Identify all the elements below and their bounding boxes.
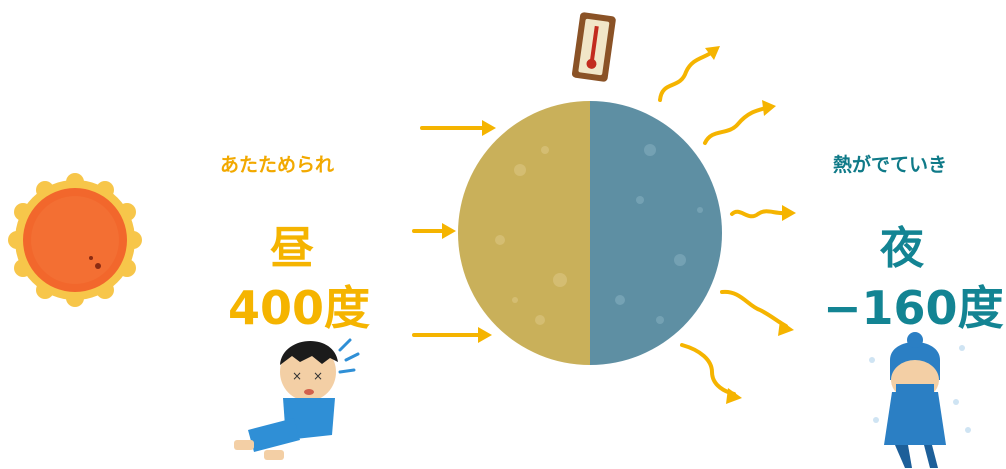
svg-text:×: × <box>313 369 323 383</box>
moon-icon <box>458 101 722 365</box>
outgoing-heat-arrows <box>658 46 796 404</box>
day-temperature: 400度 <box>228 281 371 335</box>
sun-icon <box>8 173 142 307</box>
night-caption: 熱がでていき <box>833 154 948 176</box>
thermometer-icon <box>571 12 616 82</box>
hot-person-icon: × × <box>234 338 360 460</box>
incoming-heat-arrows <box>412 120 496 343</box>
night-kanji: 夜 <box>880 223 924 274</box>
day-kanji: 昼 <box>270 223 314 274</box>
cold-person-icon <box>869 332 971 468</box>
day-caption: あたためられ <box>220 154 335 176</box>
night-temperature: −160度 <box>823 281 1004 335</box>
svg-text:×: × <box>292 369 302 383</box>
